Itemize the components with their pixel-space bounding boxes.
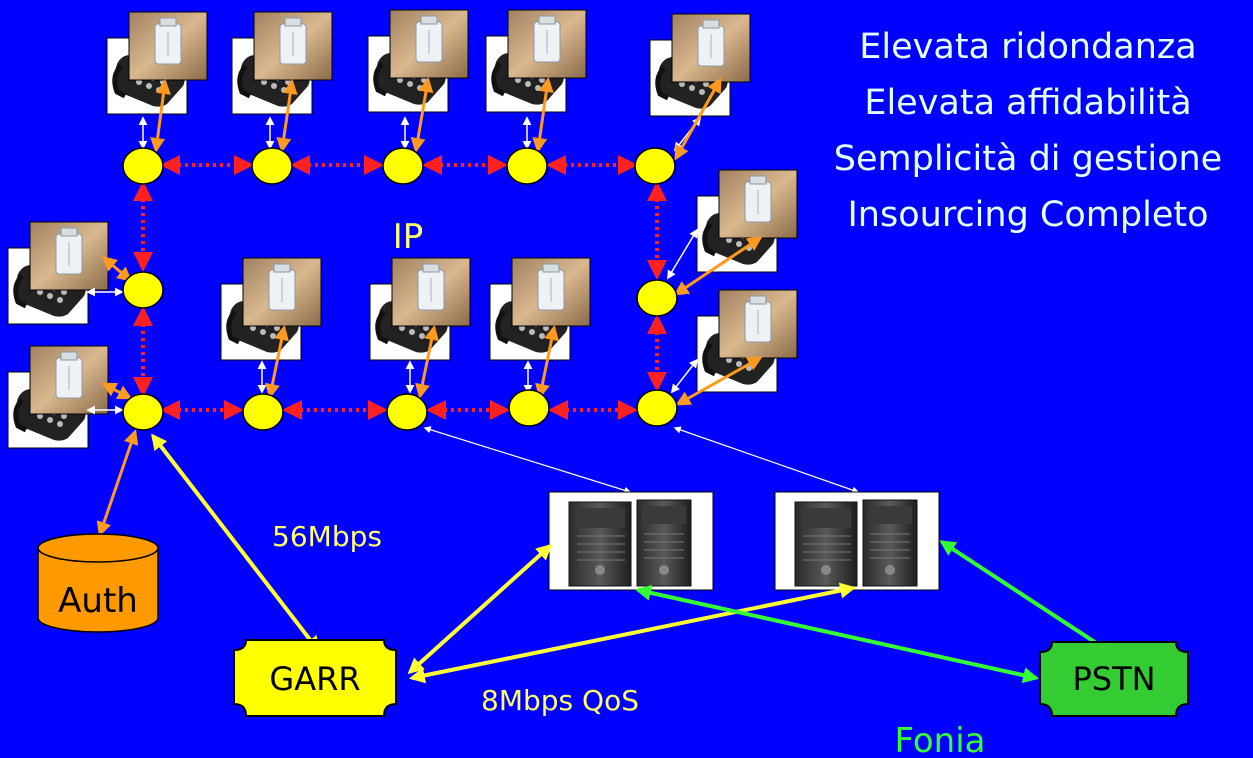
voip-phone — [368, 10, 468, 112]
voip-phone — [650, 14, 750, 116]
fonia-label: Fonia — [895, 721, 986, 758]
link-speed-garr-servers: 8Mbps QoS — [481, 684, 639, 717]
server-group-left — [548, 491, 714, 591]
voip-phone — [107, 12, 207, 114]
garr-label: GARR — [269, 660, 360, 698]
ip-node — [506, 147, 548, 185]
phone-node-links — [86, 77, 763, 537]
ip-node — [636, 279, 678, 317]
voip-phone — [232, 12, 332, 114]
ip-node — [251, 147, 293, 185]
feature-item: Elevata affidabilità — [864, 83, 1191, 123]
ip-nodes — [122, 147, 678, 431]
voip-phone — [490, 258, 590, 360]
voip-phone — [221, 258, 321, 360]
feature-item: Insourcing Completo — [847, 195, 1208, 235]
voip-phone — [697, 290, 797, 392]
ip-network-label: IP — [393, 217, 424, 257]
ip-node — [508, 389, 550, 427]
auth-label: Auth — [58, 581, 138, 621]
pstn-links — [634, 540, 1116, 684]
ip-node — [634, 147, 676, 185]
ip-node — [386, 393, 428, 431]
voip-phone — [370, 258, 470, 360]
garr-box: GARR — [233, 639, 397, 717]
ip-node — [382, 147, 424, 185]
link-speed-garr-ip: 56Mbps — [272, 520, 382, 553]
voip-phone — [697, 170, 797, 272]
ip-node — [122, 393, 164, 431]
pstn-box: PSTN — [1039, 641, 1189, 717]
ip-node — [122, 147, 164, 185]
pstn-label: PSTN — [1072, 660, 1155, 698]
voip-phone — [486, 10, 586, 112]
feature-item: Semplicità di gestione — [834, 139, 1222, 179]
server-links — [423, 426, 860, 494]
ip-node — [636, 389, 678, 427]
auth-database: Auth — [37, 533, 159, 633]
ip-node — [122, 271, 164, 309]
ip-ring-links — [133, 155, 667, 420]
voip-phone — [8, 346, 108, 448]
feature-item: Elevata ridondanza — [859, 27, 1196, 67]
ip-node — [242, 393, 284, 431]
server-group-right — [774, 491, 940, 591]
feature-list: Elevata ridondanza Elevata affidabilità … — [834, 27, 1222, 235]
voip-phone — [8, 222, 108, 324]
